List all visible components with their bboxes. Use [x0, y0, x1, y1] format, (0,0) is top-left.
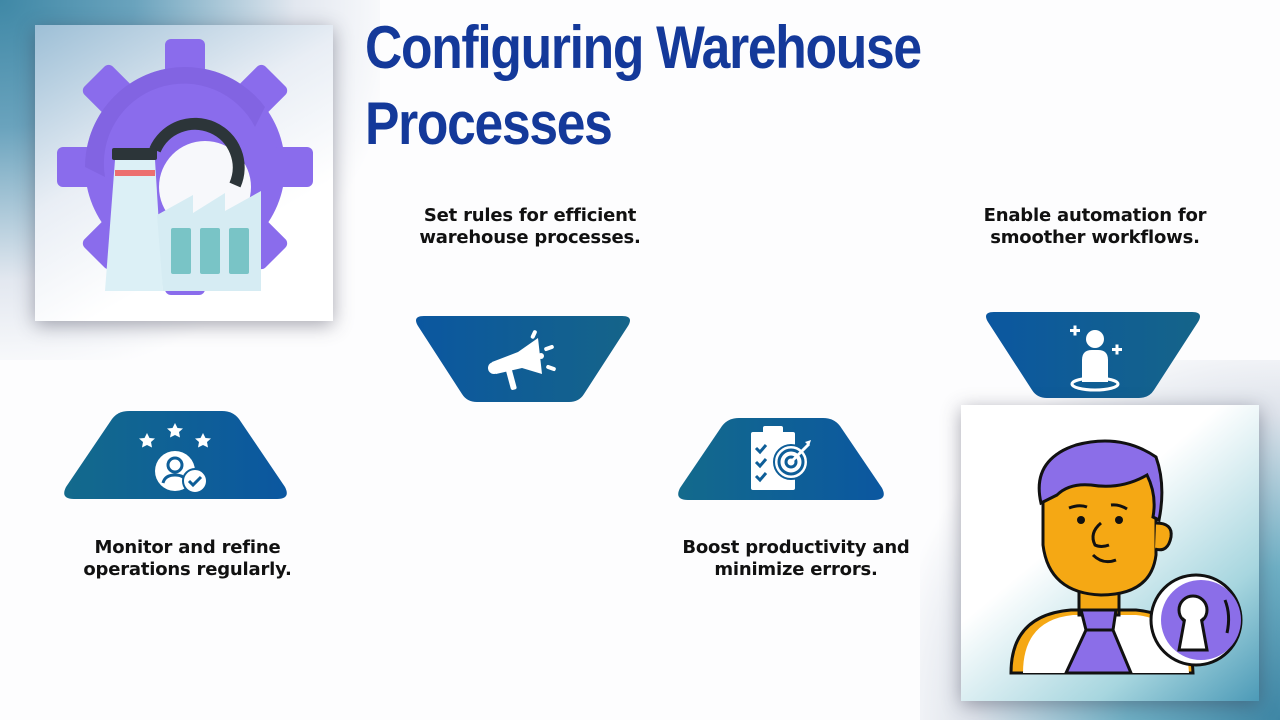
step-shape-monitor	[63, 411, 288, 499]
step-caption-monitor: Monitor and refine operations regularly.	[60, 537, 315, 581]
caption-line: Set rules for efficient	[423, 205, 637, 226]
step-shape-set-rules	[414, 316, 632, 402]
caption-line: smoother workflows.	[990, 227, 1200, 248]
megaphone-icon	[488, 330, 556, 390]
user-rating-check-icon	[139, 423, 211, 494]
gear-factory-illustration	[35, 25, 333, 321]
step-caption-boost-productivity: Boost productivity and minimize errors.	[665, 537, 927, 581]
caption-line: operations regularly.	[83, 559, 292, 580]
caption-line: warehouse processes.	[419, 227, 641, 248]
person-keyhole-icon	[1009, 439, 1243, 675]
step-caption-enable-automation: Enable automation for smoother workflows…	[960, 205, 1230, 249]
page-title: Configuring Warehouse Processes	[365, 10, 1139, 162]
caption-line: Monitor and refine	[94, 537, 281, 558]
caption-line: minimize errors.	[714, 559, 878, 580]
caption-line: Enable automation for	[983, 205, 1207, 226]
step-shape-boost-productivity	[677, 418, 885, 500]
caption-line: Boost productivity and	[682, 537, 910, 558]
clipboard-target-icon	[751, 426, 811, 490]
gear-factory-icon	[57, 39, 313, 295]
user-add-icon	[1070, 325, 1122, 392]
title-line-1: Configuring Warehouse	[365, 14, 922, 81]
step-caption-set-rules: Set rules for efficient warehouse proces…	[400, 205, 660, 249]
title-line-2: Processes	[365, 90, 613, 157]
person-keyhole-illustration	[961, 405, 1259, 701]
step-shape-enable-automation	[984, 312, 1202, 398]
